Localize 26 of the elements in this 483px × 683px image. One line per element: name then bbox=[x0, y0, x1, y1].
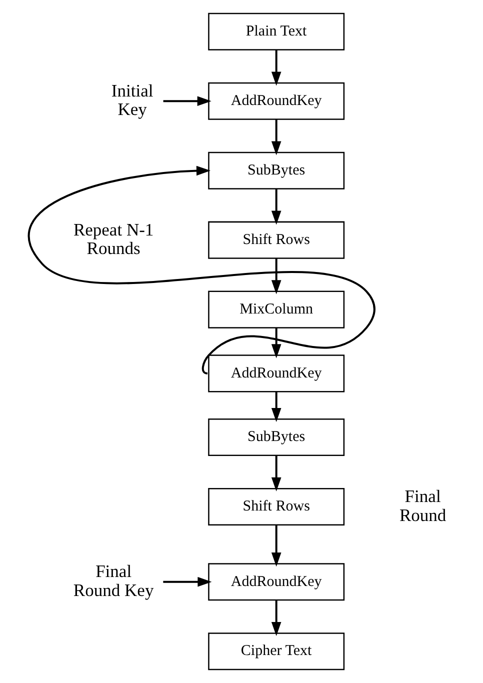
arrow bbox=[270, 525, 281, 567]
arrow bbox=[162, 576, 212, 587]
arrow bbox=[270, 328, 281, 358]
arrow bbox=[270, 188, 281, 225]
node-box: Shift Rows bbox=[208, 488, 344, 526]
node-text: Initial Key bbox=[110, 80, 153, 120]
arrow bbox=[270, 50, 281, 86]
node-text: Final Round Key bbox=[72, 561, 154, 600]
arrow bbox=[270, 455, 281, 492]
arrow bbox=[28, 166, 375, 374]
node-box: Cipher Text bbox=[208, 632, 344, 670]
arrow bbox=[270, 600, 281, 636]
node-box: SubBytes bbox=[208, 418, 344, 456]
arrow bbox=[270, 392, 281, 422]
node-box: MixColumn bbox=[208, 290, 344, 328]
node-box: Shift Rows bbox=[208, 221, 344, 259]
node-box: SubBytes bbox=[208, 152, 344, 190]
label: Final Round bbox=[398, 486, 446, 525]
arrow bbox=[162, 96, 211, 106]
node-box: Plain Text bbox=[208, 12, 344, 50]
arrow bbox=[270, 119, 281, 156]
arrow bbox=[270, 258, 281, 294]
node-box: AddRoundKey bbox=[208, 82, 344, 120]
node-box: AddRoundKey bbox=[208, 354, 344, 392]
node-box: AddRoundKey bbox=[208, 563, 344, 601]
label: Repeat N-1 Rounds bbox=[72, 219, 154, 258]
